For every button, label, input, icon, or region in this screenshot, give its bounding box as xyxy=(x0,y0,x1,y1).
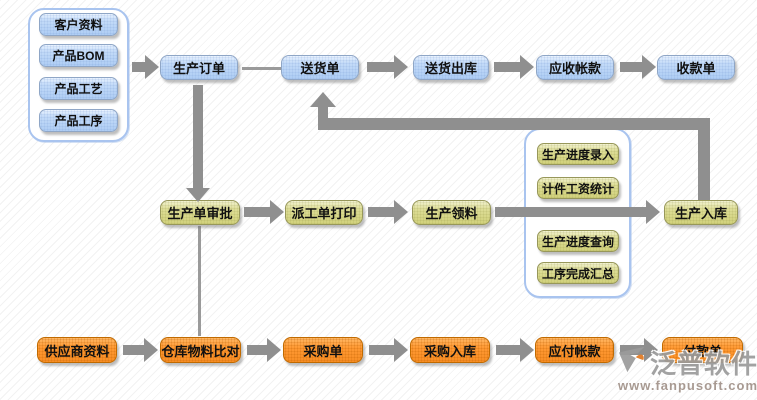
arrow-receivable-to-receipt xyxy=(620,62,642,72)
arrow-masterdata-to-order xyxy=(132,62,145,72)
arrow-purchase-inbound-to-payable xyxy=(496,345,520,355)
node-accounts-receivable: 应收帐款 xyxy=(536,55,614,80)
arrow-order-to-approval-head xyxy=(186,188,210,202)
watermark-brand-text: 泛普软件 xyxy=(650,349,757,379)
node-production-inbound: 生产入库 xyxy=(664,200,738,225)
arrow-requisition-to-inbound xyxy=(495,207,646,217)
arrow-dispatch-to-requisition xyxy=(368,207,394,217)
arrow-purchase-inbound-to-payable-head xyxy=(520,338,534,362)
node-dispatch-print: 派工单打印 xyxy=(285,200,363,225)
node-purchase-inbound: 采购入库 xyxy=(410,337,490,363)
fanpu-logo-icon xyxy=(618,344,648,379)
node-customer-data: 客户资料 xyxy=(39,13,118,36)
arrow-warehouse-to-po xyxy=(247,345,267,355)
node-material-requisition: 生产领料 xyxy=(412,200,491,225)
arrow-outbound-to-receivable-head xyxy=(520,55,534,79)
arrow-approval-to-dispatch xyxy=(244,207,270,217)
node-payment-slip: 付款单 xyxy=(662,337,743,363)
line-approval-to-warehouse xyxy=(198,226,201,336)
node-production-approval: 生产单审批 xyxy=(160,200,240,225)
node-supplier-data: 供应商资料 xyxy=(37,337,117,363)
node-receipt-slip: 收款单 xyxy=(657,55,735,80)
node-accounts-payable: 应付帐款 xyxy=(535,337,614,363)
arrow-delivery-to-outbound xyxy=(367,62,394,72)
arrow-receivable-to-receipt-head xyxy=(642,55,656,79)
arrow-delivery-to-outbound-head xyxy=(394,55,408,79)
line-inbound-feedback-riser xyxy=(318,107,328,130)
arrow-order-to-approval xyxy=(193,85,203,188)
arrow-inbound-to-delivery-head xyxy=(310,92,336,107)
node-process-summary: 工序完成汇总 xyxy=(537,262,619,284)
node-delivery-note: 送货单 xyxy=(281,55,359,80)
arrow-supplier-to-warehouse xyxy=(123,345,144,355)
node-purchase-order: 采购单 xyxy=(283,337,363,363)
arrow-requisition-to-inbound-head xyxy=(646,200,660,224)
node-product-bom: 产品BOM xyxy=(39,44,118,67)
arrow-po-to-purchase-inbound-head xyxy=(394,338,408,362)
watermark-url-text: www.fanpusoft.com xyxy=(618,378,757,393)
node-production-order: 生产订单 xyxy=(160,55,238,80)
arrow-outbound-to-receivable xyxy=(494,62,520,72)
vendor-watermark: 泛普软件 www.fanpusoft.com xyxy=(618,344,757,393)
arrow-payable-to-payment-head xyxy=(644,338,658,362)
node-product-process: 产品工序 xyxy=(39,109,118,132)
line-inbound-feedback-horizontal xyxy=(318,118,710,130)
arrow-po-to-purchase-inbound xyxy=(369,345,394,355)
node-product-craft: 产品工艺 xyxy=(39,77,118,100)
line-inbound-feedback-vertical xyxy=(698,118,710,200)
arrow-masterdata-to-order-head xyxy=(145,55,159,79)
node-piecework-stats: 计件工资统计 xyxy=(537,177,619,199)
node-progress-entry: 生产进度录入 xyxy=(537,143,619,165)
arrow-dispatch-to-requisition-head xyxy=(394,200,408,224)
arrow-supplier-to-warehouse-head xyxy=(144,338,158,362)
arrow-approval-to-dispatch-head xyxy=(270,200,284,224)
node-warehouse-compare: 仓库物料比对 xyxy=(160,337,241,363)
node-progress-query: 生产进度查询 xyxy=(537,230,619,252)
node-delivery-outbound: 送货出库 xyxy=(413,55,489,80)
line-order-to-delivery xyxy=(242,67,281,70)
arrow-warehouse-to-po-head xyxy=(267,338,281,362)
